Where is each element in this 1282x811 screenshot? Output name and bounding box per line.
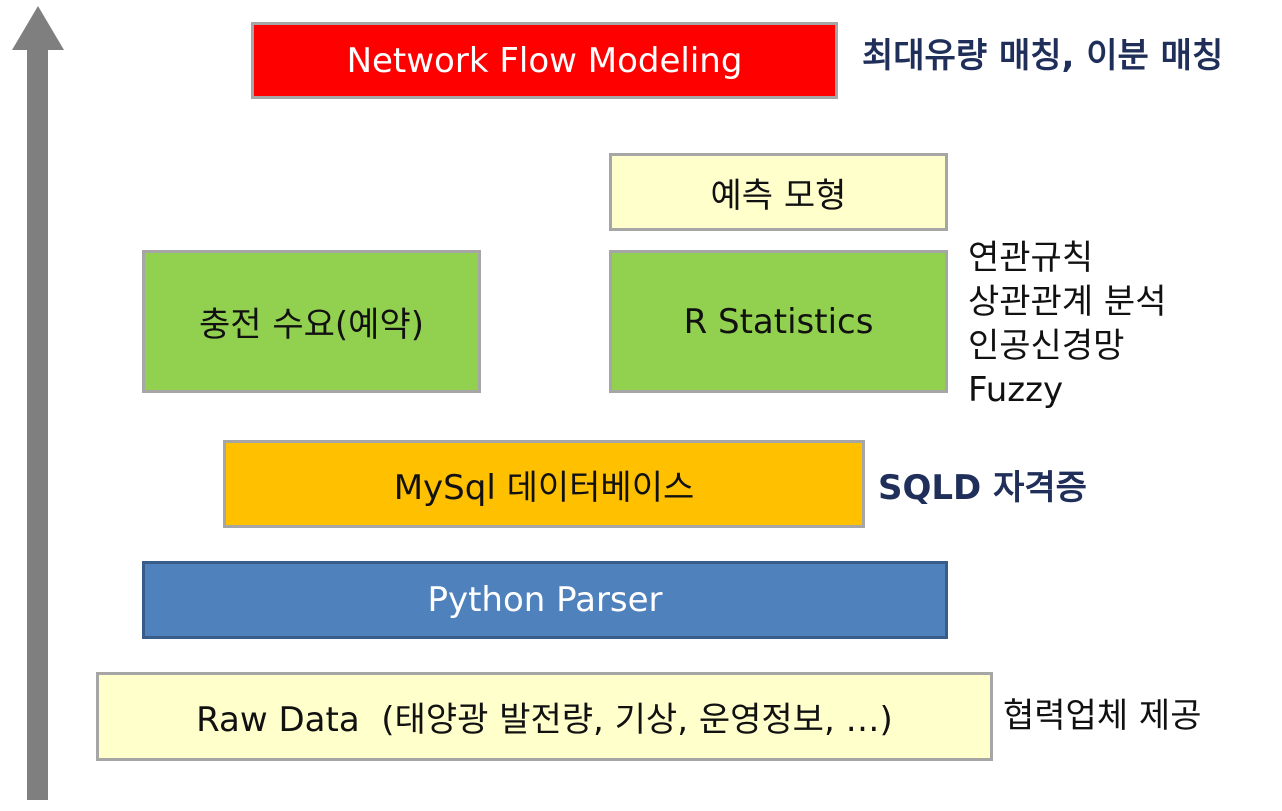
r-method-item: 인공신경망 xyxy=(968,326,1125,366)
raw-data-label: Raw Data (태양광 발전량, 기상, 운영정보, …) xyxy=(196,700,893,740)
network-flow-note: 최대유량 매칭, 이분 매칭 xyxy=(862,36,1224,76)
r-method-item: 상관관계 분석 xyxy=(968,282,1167,322)
network-flow-label: Network Flow Modeling xyxy=(346,40,743,81)
mysql-note: SQLD 자격증 xyxy=(878,468,1087,508)
prediction-model-label: 예측 모형 xyxy=(710,175,847,216)
raw-data-box: Raw Data (태양광 발전량, 기상, 운영정보, …) xyxy=(96,672,993,761)
python-parser-box: Python Parser xyxy=(142,561,948,639)
r-methods-list: 연관규칙 상관관계 분석 인공신경망 Fuzzy xyxy=(968,236,1167,412)
arrow-head xyxy=(12,6,64,50)
mysql-database-label: MySql 데이터베이스 xyxy=(393,467,695,508)
r-method-item: 연관규칙 xyxy=(968,238,1094,278)
charging-demand-label: 충전 수요(예약) xyxy=(198,305,425,345)
r-statistics-label: R Statistics xyxy=(683,301,874,342)
mysql-database-box: MySql 데이터베이스 xyxy=(223,440,865,528)
raw-data-note: 협력업체 제공 xyxy=(1003,696,1202,736)
python-parser-label: Python Parser xyxy=(427,580,663,620)
network-flow-box: Network Flow Modeling xyxy=(251,22,838,99)
r-statistics-box: R Statistics xyxy=(609,250,948,393)
arrow-shaft xyxy=(27,45,48,800)
r-method-item: Fuzzy xyxy=(968,370,1064,410)
prediction-model-box: 예측 모형 xyxy=(609,153,948,231)
charging-demand-box: 충전 수요(예약) xyxy=(142,250,481,393)
